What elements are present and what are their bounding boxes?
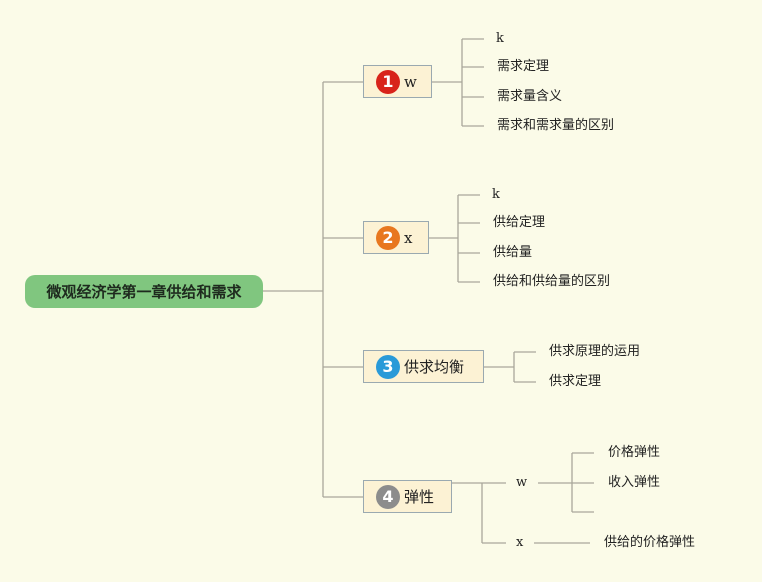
subtopic-1-4[interactable]: 需求和需求量的区别: [497, 118, 615, 133]
subtopic-2-1[interactable]: k: [492, 187, 500, 202]
topic-2-label: x: [404, 228, 413, 247]
subtopic-4-2-1[interactable]: 供给的价格弹性: [604, 535, 696, 550]
topic-3-label: 供求均衡: [404, 358, 465, 376]
topic-4[interactable]: 4 弹性: [363, 480, 452, 513]
number-1-badge: 1: [376, 69, 400, 94]
subtopic-4-1[interactable]: w: [516, 475, 528, 490]
root-topic[interactable]: 微观经济学第一章供给和需求: [25, 275, 263, 308]
number-2-badge: 2: [376, 225, 400, 250]
topic-4-label: 弹性: [404, 488, 435, 506]
subtopic-2-3[interactable]: 供给量: [493, 245, 533, 260]
root-topic-label: 微观经济学第一章供给和需求: [46, 283, 242, 301]
number-3-badge: 3: [376, 354, 400, 379]
topic-1-label: w: [404, 72, 417, 91]
subtopic-4-1-1[interactable]: 价格弹性: [608, 445, 661, 460]
subtopic-4-1-2[interactable]: 收入弹性: [608, 475, 661, 490]
subtopic-4-2[interactable]: x: [516, 535, 524, 550]
subtopic-3-1[interactable]: 供求原理的运用: [549, 344, 641, 359]
topic-1[interactable]: 1 w: [363, 65, 432, 98]
subtopic-3-2[interactable]: 供求定理: [549, 374, 602, 389]
subtopic-2-4[interactable]: 供给和供给量的区别: [493, 274, 611, 289]
topic-2[interactable]: 2 x: [363, 221, 429, 254]
subtopic-1-1[interactable]: k: [496, 31, 504, 46]
number-4-badge: 4: [376, 484, 400, 509]
topic-3[interactable]: 3 供求均衡: [363, 350, 484, 383]
subtopic-1-2[interactable]: 需求定理: [497, 59, 550, 74]
subtopic-2-2[interactable]: 供给定理: [493, 215, 546, 230]
subtopic-1-3[interactable]: 需求量含义: [497, 89, 563, 104]
